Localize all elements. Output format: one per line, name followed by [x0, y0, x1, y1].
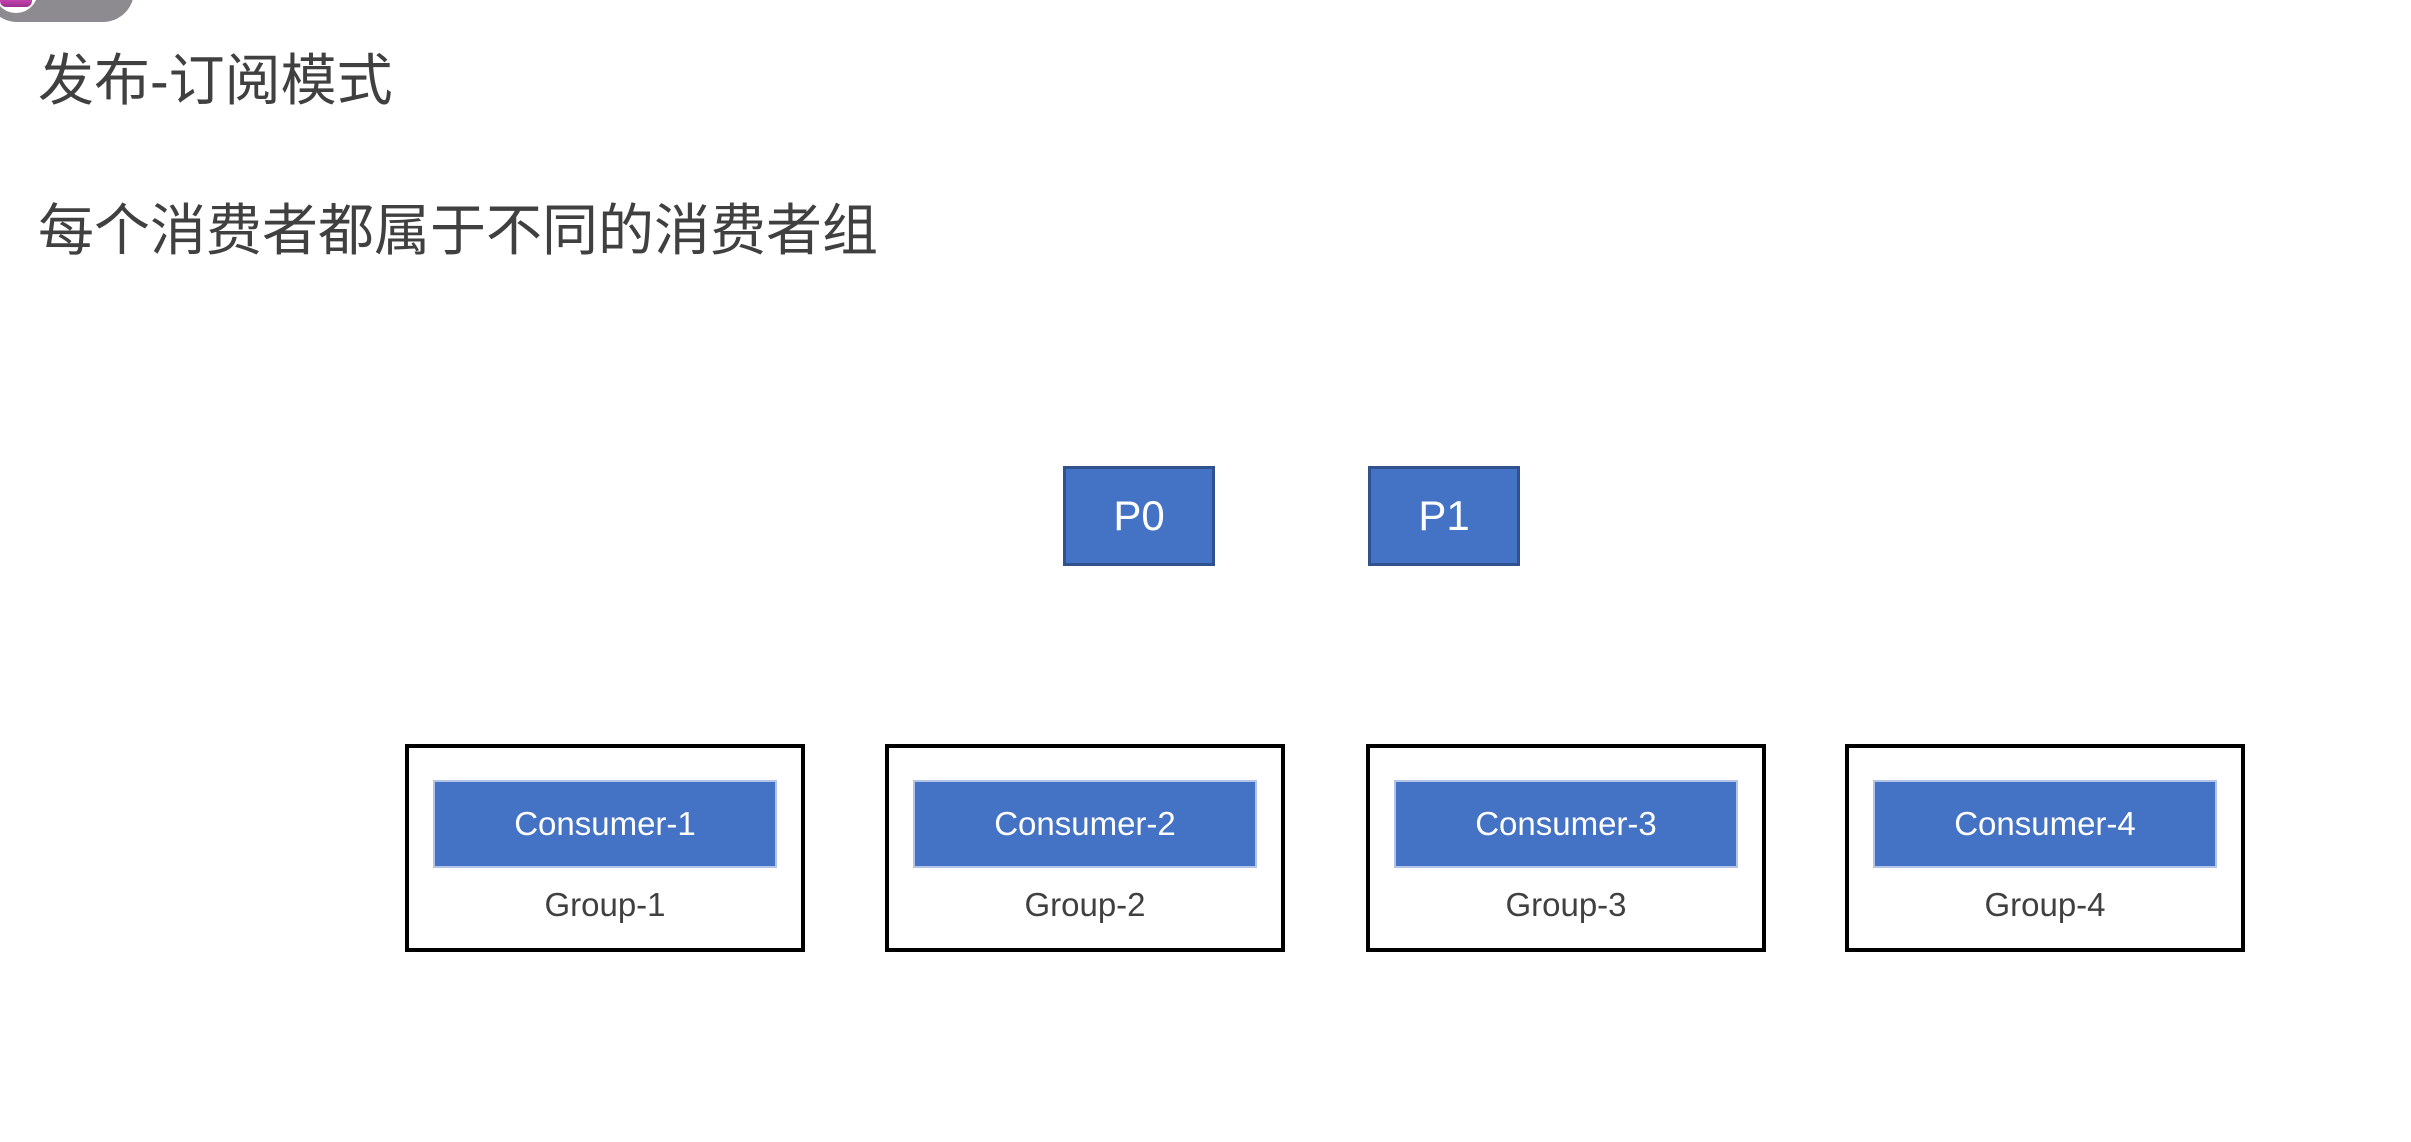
- account-pill[interactable]: [0, 0, 134, 22]
- consumer-chip: Consumer-1: [433, 780, 777, 868]
- consumer-chip: Consumer-3: [1394, 780, 1738, 868]
- consumer-group-box: Consumer-4 Group-4: [1845, 744, 2245, 952]
- consumer-group-box: Consumer-1 Group-1: [405, 744, 805, 952]
- slide-title: 发布-订阅模式: [38, 49, 393, 112]
- consumer-group-box: Consumer-2 Group-2: [885, 744, 1285, 952]
- consumer-chip: Consumer-4: [1873, 780, 2217, 868]
- slide-subtitle: 每个消费者都属于不同的消费者组: [38, 199, 878, 262]
- partition-box-p1: P1: [1368, 466, 1520, 566]
- consumer-group-box: Consumer-3 Group-3: [1366, 744, 1766, 952]
- user-avatar-icon: [0, 0, 38, 13]
- group-label: Group-4: [1984, 886, 2106, 923]
- group-label: Group-1: [544, 886, 666, 923]
- consumer-chip: Consumer-2: [913, 780, 1257, 868]
- group-label: Group-2: [1024, 886, 1146, 923]
- partition-box-p0: P0: [1063, 466, 1215, 566]
- group-label: Group-3: [1505, 886, 1627, 923]
